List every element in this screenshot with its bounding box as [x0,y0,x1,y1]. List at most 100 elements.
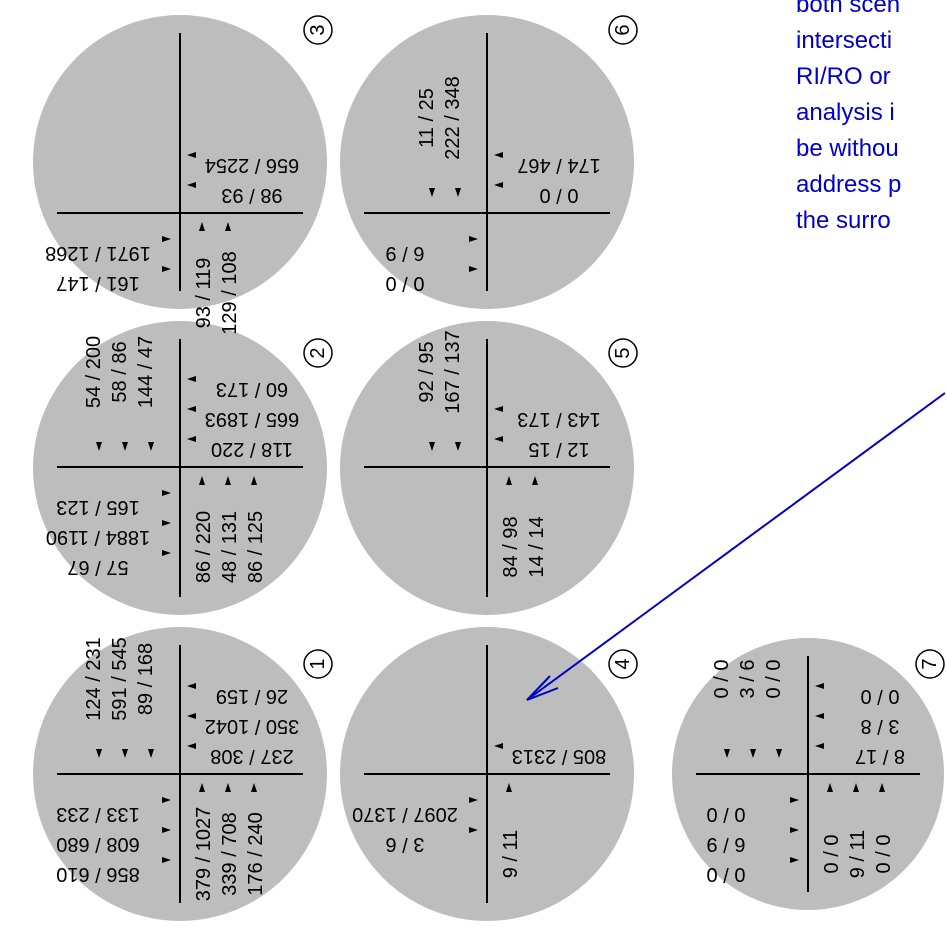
turn-arrow-icon [429,188,435,197]
north-approach-volume: 0 / 0 [711,660,733,699]
note-line: be withou [796,135,899,162]
turn-arrow-icon [96,749,102,758]
east-approach-volume: 60 / 173 [216,378,288,400]
intersection-number-badge [303,338,333,368]
west-approach-volume: 57 / 67 [67,556,128,578]
turn-arrow-icon [827,783,833,792]
turn-arrow-icon [494,743,503,749]
turn-arrow-icon [790,827,799,833]
south-approach-volume: 86 / 220 [193,511,215,583]
turn-arrow-icon [187,376,196,382]
turn-arrow-icon [162,827,171,833]
west-approach-volume: 2097 / 1370 [352,803,458,825]
east-approach-volume: 118 / 220 [211,438,293,460]
west-approach-volume: 133 / 233 [56,803,139,825]
turn-arrow-icon [148,749,154,758]
south-approach-volume: 84 / 98 [500,516,522,577]
turn-arrow-icon [162,857,171,863]
note-line: intersecti [796,27,892,54]
turn-arrow-icon [455,188,461,197]
south-approach-volume: 14 / 14 [526,516,548,577]
turn-arrow-icon [455,442,461,451]
north-approach-volume: 124 / 231 [83,637,105,720]
intersection-number: 1 [307,658,329,669]
turn-arrow-icon [122,749,128,758]
north-approach-volume: 222 / 348 [442,76,464,159]
intersection-6: 6 [340,15,638,309]
turn-arrow-icon [853,783,859,792]
east-approach-volume: 0 / 0 [861,685,900,707]
east-approach-volume: 3 / 8 [861,715,900,737]
intersection-number-badge [608,338,638,368]
west-approach-volume: 3 / 6 [386,833,425,855]
west-approach-volume: 6 / 9 [386,242,425,264]
intersection-1: 1 [33,627,333,921]
north-approach-volume: 89 / 168 [135,643,157,715]
east-approach-volume: 12 / 15 [528,438,589,460]
note-line: RI/RO or [796,63,891,90]
pointer-arrowhead [526,675,559,701]
east-approach-volume: 805 / 2313 [512,745,607,767]
turn-arrow-icon [187,683,196,689]
intersection-number-badge [303,649,333,679]
intersection-number: 6 [612,24,634,35]
intersection-number-badge [303,15,333,45]
north-approach-volume: 92 / 95 [416,341,438,402]
turn-arrow-icon [187,406,196,412]
intersection-3: 3 [33,15,333,309]
south-approach-volume: 93 / 119 [193,258,215,329]
turn-arrow-icon [494,406,503,412]
turn-arrow-icon [122,442,128,451]
intersection-4: 4 [340,627,638,921]
pointer-arrow [526,392,946,701]
west-approach-volume: 0 / 0 [386,272,425,294]
turn-arrow-icon [815,713,824,719]
turn-arrow-icon [225,476,231,485]
turn-arrow-icon [506,783,512,792]
turn-arrow-icon [724,749,730,758]
turn-arrow-icon [162,797,171,803]
note-line: analysis i [796,99,895,126]
intersection-number: 4 [612,658,634,669]
north-approach-volume: 54 / 200 [83,336,105,408]
turn-arrow-icon [879,783,885,792]
turn-arrow-icon [199,222,205,231]
south-approach-volume: 86 / 125 [245,511,267,583]
intersection-number: 7 [919,658,941,669]
west-approach-volume: 165 / 123 [56,496,139,518]
turn-arrow-icon [469,797,478,803]
turn-arrow-icon [187,436,196,442]
north-approach-volume: 591 / 545 [109,637,131,720]
north-approach-volume: 167 / 137 [442,330,464,413]
turn-arrow-icon [469,236,478,242]
turn-arrow-icon [815,743,824,749]
intersection-5: 5 [340,321,638,615]
south-approach-volume: 0 / 0 [873,835,895,874]
turn-arrow-icon [225,783,231,792]
east-approach-volume: 8 / 17 [855,745,905,767]
turn-arrow-icon [187,152,196,158]
west-approach-volume: 608 / 680 [56,833,139,855]
turn-arrow-icon [469,266,478,272]
south-approach-volume: 9 / 11 [847,830,869,879]
turn-arrow-icon [532,476,538,485]
south-approach-volume: 48 / 131 [219,511,241,583]
turn-arrow-icon [251,476,257,485]
east-approach-volume: 665 / 1893 [205,408,300,430]
north-approach-volume: 3 / 6 [737,660,759,699]
south-approach-volume: 0 / 0 [821,835,843,874]
note-line: address p [796,171,901,198]
note-line: the surro [796,207,891,234]
turn-arrow-icon [199,476,205,485]
turn-arrow-icon [251,783,257,792]
turn-arrow-icon [187,713,196,719]
turn-arrow-icon [469,827,478,833]
north-approach-volume: 58 / 86 [109,341,131,402]
east-approach-volume: 656 / 2254 [205,154,300,176]
